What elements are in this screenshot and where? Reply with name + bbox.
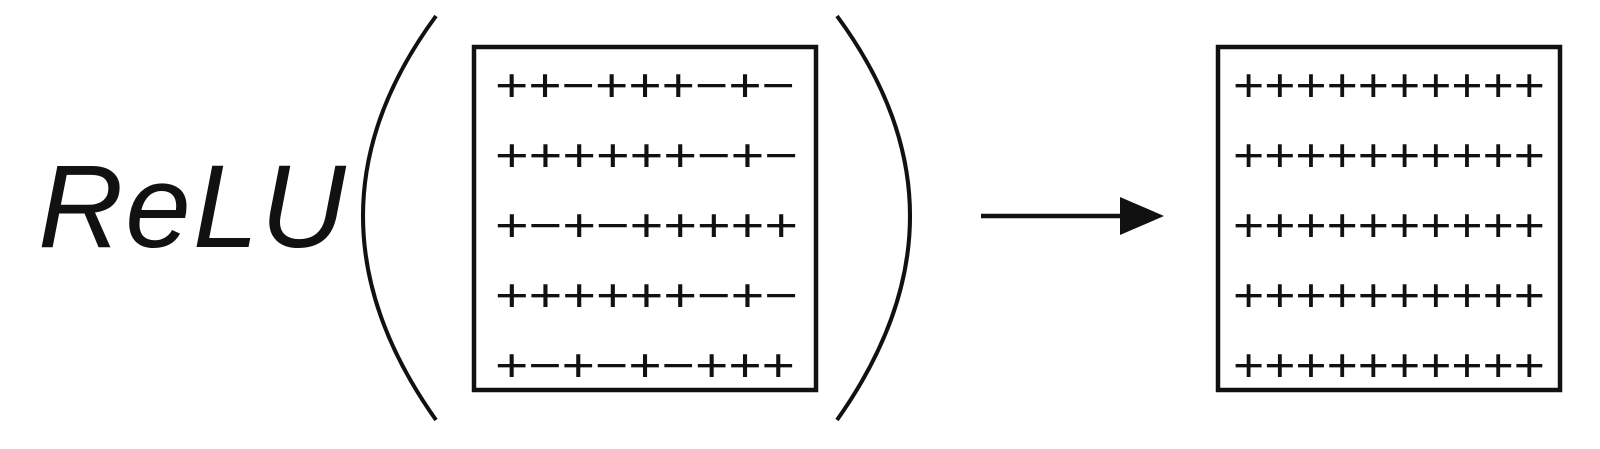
input-matrix-row: +−+−+++++ [495,199,798,251]
output-matrix-row: ++++++++++ [1233,199,1545,251]
input-matrix: ++−+++−+− ++++++−+− +−+−+++++ ++++++−+− … [495,59,798,391]
right-arrow-icon [981,197,1164,235]
output-matrix-row: ++++++++++ [1233,339,1545,391]
input-matrix-row: ++++++−+− [495,269,798,321]
right-parenthesis [835,14,912,422]
output-matrix-box [1215,44,1563,393]
output-matrix-row: ++++++++++ [1233,129,1545,181]
output-matrix: ++++++++++ ++++++++++ ++++++++++ +++++++… [1233,59,1545,391]
input-matrix-box [471,44,819,393]
output-matrix-row: ++++++++++ [1233,59,1545,111]
left-parenthesis [361,14,438,422]
input-matrix-row: ++−+++−+− [495,59,795,111]
output-matrix-row: ++++++++++ [1233,269,1545,321]
relu-function-label: ReLU [38,141,348,273]
input-matrix-row: ++++++−+− [495,129,798,181]
input-matrix-row: +−+−+−+++ [495,339,795,391]
